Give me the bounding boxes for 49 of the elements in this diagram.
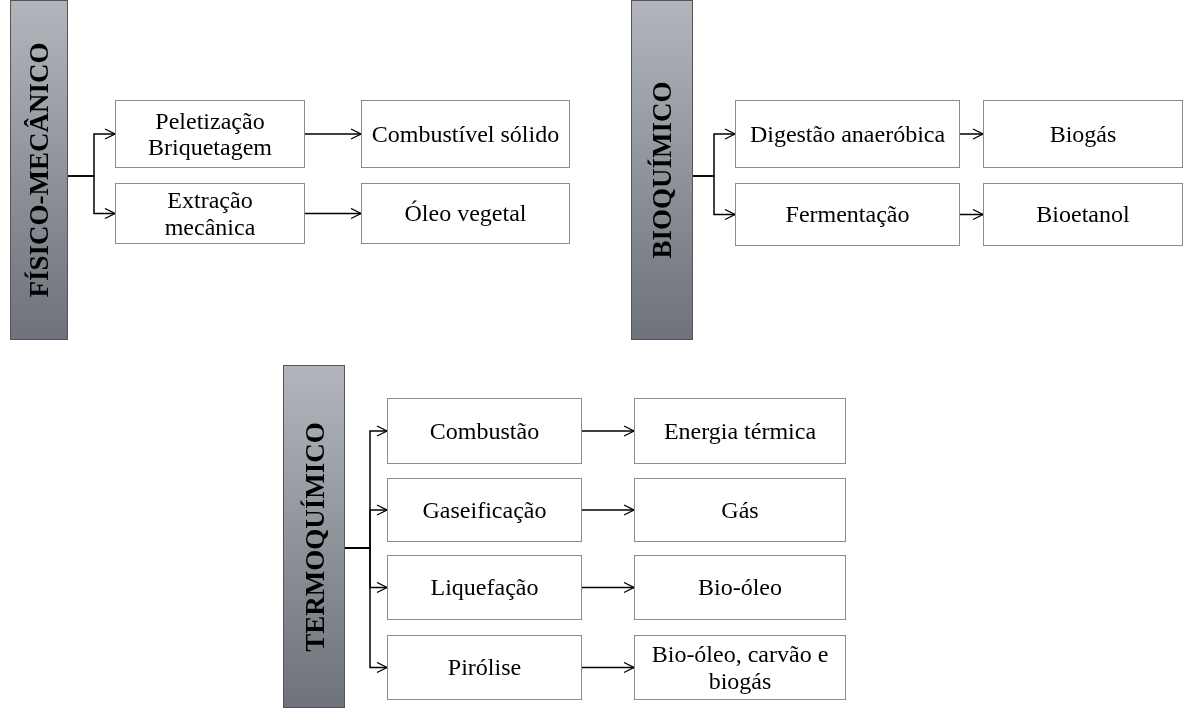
- process-box: [361, 100, 570, 168]
- box-label: Peletização Briquetagem: [147, 107, 273, 161]
- arrow: [581, 425, 635, 437]
- category-bar: [631, 0, 693, 340]
- process-box: [115, 183, 305, 244]
- category-bar: [283, 365, 345, 708]
- process-box: [387, 398, 582, 464]
- box-label: Bio-óleo: [698, 574, 782, 601]
- arrow: [344, 547, 388, 674]
- arrow: [959, 208, 984, 221]
- box-label: Digestão anaeróbica: [749, 120, 946, 148]
- box-label: Gaseificação: [422, 496, 547, 524]
- process-box: [361, 183, 570, 244]
- process-box: [983, 100, 1183, 168]
- arrow: [959, 128, 984, 140]
- box-label: Combustão: [429, 417, 540, 445]
- category-bar: [10, 0, 68, 340]
- process-box: [634, 478, 846, 542]
- process-box: [735, 100, 960, 168]
- arrow: [581, 581, 635, 594]
- process-box: [634, 398, 846, 464]
- arrow: [581, 661, 635, 674]
- box-label: Bioetanol: [1036, 201, 1130, 228]
- box-label: Pirólise: [447, 654, 522, 681]
- arrow: [692, 175, 736, 221]
- process-box: [387, 478, 582, 542]
- category-label: BIOQUÍMICO: [645, 80, 678, 261]
- box-label: Combustível sólido: [371, 120, 560, 148]
- process-box: [735, 183, 960, 246]
- box-label: Fermentação: [785, 201, 910, 228]
- process-box: [115, 100, 305, 168]
- category-label: TERMOQUÍMICO: [297, 420, 330, 654]
- box-label: Energia térmica: [663, 417, 817, 445]
- arrow: [304, 207, 362, 220]
- arrow: [304, 128, 362, 140]
- box-label: Bio-óleo, carvão e biogás: [650, 641, 830, 694]
- process-box: [983, 183, 1183, 246]
- arrow: [67, 175, 116, 220]
- box-label: Gás: [721, 496, 759, 524]
- process-box: [634, 555, 846, 620]
- box-label: Óleo vegetal: [404, 200, 527, 227]
- category-label: FÍSICO-MECÂNICO: [22, 41, 55, 300]
- arrow: [581, 504, 635, 516]
- process-box: [634, 635, 846, 700]
- box-label: Biogás: [1049, 120, 1117, 148]
- box-label: Extração mecânica: [163, 187, 257, 240]
- box-label: Liquefação: [430, 574, 539, 601]
- process-box: [387, 555, 582, 620]
- process-box: [387, 635, 582, 700]
